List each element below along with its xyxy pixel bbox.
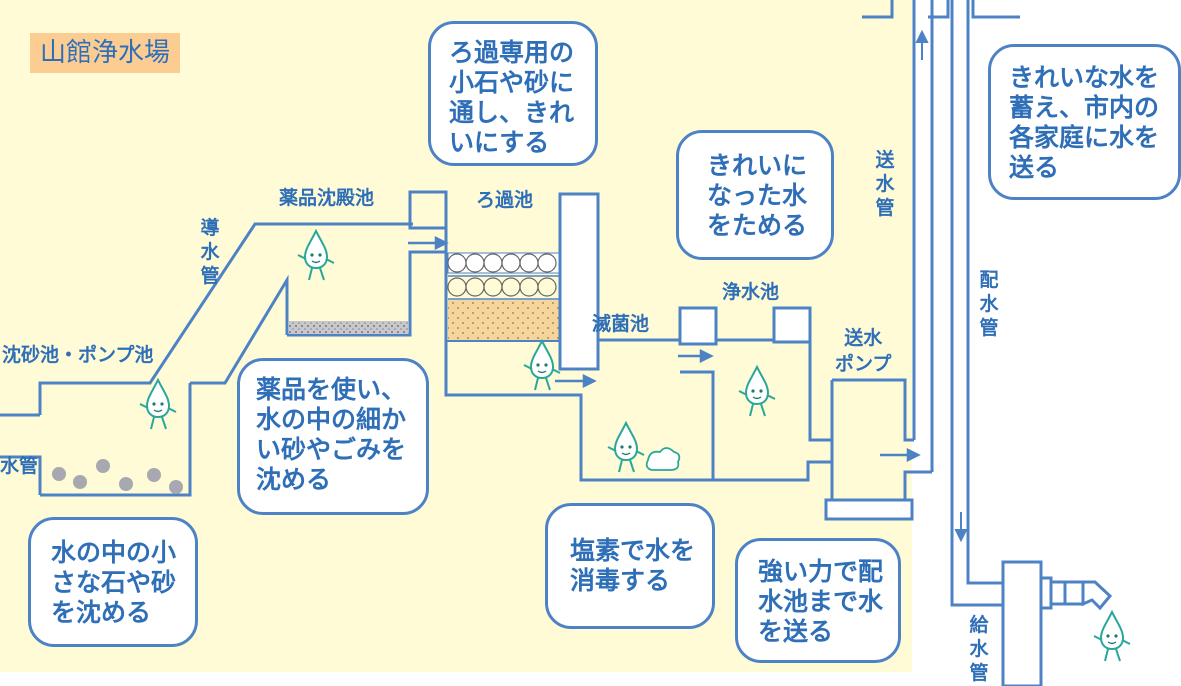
water-drop-character-icon [523, 340, 561, 391]
label-supply-pipe: 給水管 [969, 614, 989, 684]
label-filter-basin: ろ過池 [476, 189, 534, 211]
send-pipe [862, 0, 1020, 472]
chemical-settling-basin [287, 190, 448, 337]
supply-pipe [1001, 560, 1113, 686]
flow-arrow [555, 348, 714, 389]
flow-arrow [880, 447, 921, 463]
flow-arrow [915, 29, 929, 60]
note-chemical: 薬品を使い、 水の中の細か い砂やごみを 沈める [237, 358, 429, 515]
water-drop-character-icon [738, 366, 776, 417]
settled-stones [52, 459, 183, 494]
note-pump-force: 強い力で配 水池まで水 を送る [735, 538, 901, 663]
note-chlorine: 塩素で水を 消毒する [545, 503, 715, 629]
water-drop-character-icon [297, 230, 335, 281]
flow-arrow [408, 235, 449, 251]
label-distribution-pipe: 配水管 [979, 269, 999, 339]
label-sterilize-basin: 滅菌池 [592, 313, 650, 335]
label-chemical-basin: 薬品沈殿池 [279, 187, 375, 209]
intake-pipe [38, 222, 413, 415]
label-intake-pipe: 導水管 [200, 217, 220, 287]
note-sand-settle: 水の中の小 さな石や砂 を沈める [28, 517, 198, 647]
note-clean-store: きれいに なった水 をためる [676, 130, 834, 260]
note-distribute: きれいな水を 蓄え、市内の 各家庭に水を 送る [988, 44, 1181, 200]
plant-title: 山館浄水場 [30, 33, 181, 73]
clean-water-basin [713, 306, 832, 482]
raw-water-inlet-pipe [0, 413, 42, 495]
germ-icon [645, 447, 681, 471]
water-drop-character-icon [139, 379, 177, 430]
water-drop-character-icon [1093, 611, 1131, 662]
sand-settling-basin [40, 383, 192, 497]
label-sand-basin-pump: 沈砂池・ポンプ池 [2, 344, 154, 366]
label-clean-basin: 浄水池 [722, 281, 780, 303]
label-raw-pipe: 水管 [0, 455, 39, 477]
filter-basin [444, 192, 600, 397]
distribution-pipe [950, 0, 1003, 607]
flow-arrow [954, 512, 968, 543]
chemical-sediment [289, 321, 408, 334]
label-send-pump: 送水 ポンプ [835, 327, 892, 375]
send-pump [824, 378, 932, 521]
sterilization-basin [560, 306, 718, 482]
label-send-pipe: 送水管 [875, 149, 895, 219]
note-filter-sand: ろ過専用の 小石や砂に 通し、きれ いにする [428, 21, 598, 166]
water-drop-character-icon [607, 422, 645, 473]
